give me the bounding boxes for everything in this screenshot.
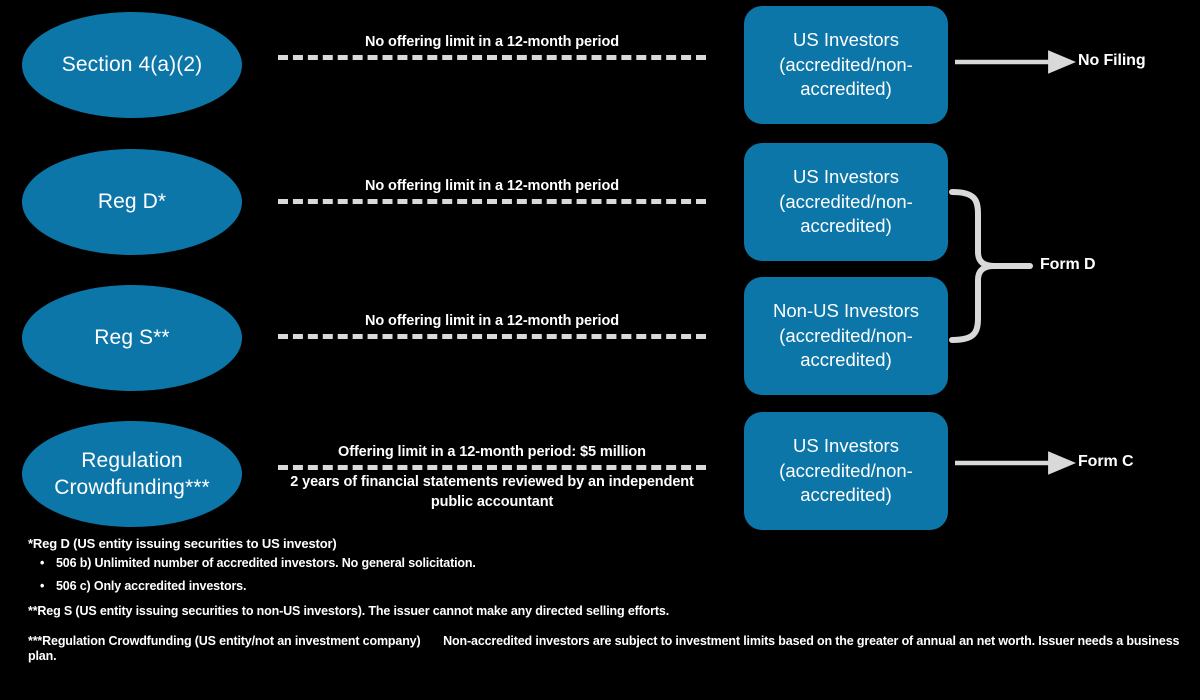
outcome-label-form-c: Form C xyxy=(1078,453,1134,470)
brace-form-d xyxy=(949,189,1033,343)
footnote-reg-cf: ***Regulation Crowdfunding (US entity/no… xyxy=(28,634,1200,665)
condition-block-section-4a2: No offering limit in a 12-month period xyxy=(278,32,706,62)
exemption-label: Section 4(a)(2) xyxy=(61,53,203,77)
footnote-reg-s-text: The issuer cannot make any directed sell… xyxy=(368,604,670,619)
bullet-icon: • xyxy=(40,578,45,593)
exemption-label: Regulation Crowdfunding*** xyxy=(54,448,210,499)
footnote-reg-d-bullets: • 506 b) Unlimited number of accredited … xyxy=(28,556,1200,594)
investor-box-reg-s[interactable]: Non-US Investors (accredited/non-accredi… xyxy=(744,277,948,395)
list-item: • 506 c) Only accredited investors. xyxy=(40,578,1200,595)
investor-box-reg-d[interactable]: US Investors (accredited/non-accredited) xyxy=(744,143,948,261)
footnote-reg-cf-text: Non-accredited investors are subject to … xyxy=(28,633,1180,664)
exemption-label: Reg D* xyxy=(97,190,167,214)
outcome-label-form-d: Form D xyxy=(1040,256,1096,273)
condition-secondary-text: 2 years of financial statements reviewed… xyxy=(290,473,694,511)
investor-label: US Investors (accredited/non-accredited) xyxy=(779,28,913,100)
dashed-connector-line xyxy=(278,54,706,60)
dashed-connector-line xyxy=(278,333,706,339)
footnotes-section: *Reg D (US entity issuing securities to … xyxy=(28,536,1200,679)
investor-label: US Investors (accredited/non-accredited) xyxy=(779,434,913,506)
exemption-ellipse-reg-cf[interactable]: Regulation Crowdfunding*** xyxy=(22,421,242,527)
investor-box-reg-cf[interactable]: US Investors (accredited/non-accredited) xyxy=(744,412,948,530)
footnote-reg-d-heading: *Reg D (US entity issuing securities to … xyxy=(28,536,337,551)
investor-box-section-4a2[interactable]: US Investors (accredited/non-accredited) xyxy=(744,6,948,124)
condition-primary-text: No offering limit in a 12-month period xyxy=(365,34,619,50)
dashed-connector-line xyxy=(278,464,706,470)
outcome-label-no-filing: No Filing xyxy=(1078,52,1146,69)
condition-primary-text: No offering limit in a 12-month period xyxy=(365,178,619,194)
list-item: • 506 b) Unlimited number of accredited … xyxy=(40,556,1200,572)
footnote-reg-s: **Reg S (US entity issuing securities to… xyxy=(28,604,1200,620)
footnote-reg-s-label: **Reg S (US entity issuing securities to… xyxy=(28,604,366,619)
condition-block-reg-d: No offering limit in a 12-month period xyxy=(278,176,706,206)
bullet-icon: • xyxy=(40,556,45,571)
list-item-text: 506 b) Unlimited number of accredited in… xyxy=(56,556,476,571)
exemption-label: Reg S** xyxy=(94,326,170,350)
dashed-connector-line xyxy=(278,198,706,204)
exemption-ellipse-reg-s[interactable]: Reg S** xyxy=(22,285,242,391)
investor-label: Non-US Investors (accredited/non-accredi… xyxy=(773,299,919,371)
condition-block-reg-cf: Offering limit in a 12-month period: $5 … xyxy=(278,442,706,513)
condition-primary-text: Offering limit in a 12-month period: $5 … xyxy=(338,444,646,460)
condition-block-reg-s: No offering limit in a 12-month period xyxy=(278,311,706,341)
list-item-text: 506 c) Only accredited investors. xyxy=(56,578,247,593)
condition-primary-text: No offering limit in a 12-month period xyxy=(365,313,619,329)
exemption-ellipse-section-4a2[interactable]: Section 4(a)(2) xyxy=(22,12,242,118)
footnote-reg-cf-label: ***Regulation Crowdfunding (US entity/no… xyxy=(28,633,421,648)
investor-label: US Investors (accredited/non-accredited) xyxy=(779,165,913,237)
exemption-ellipse-reg-d[interactable]: Reg D* xyxy=(22,149,242,255)
